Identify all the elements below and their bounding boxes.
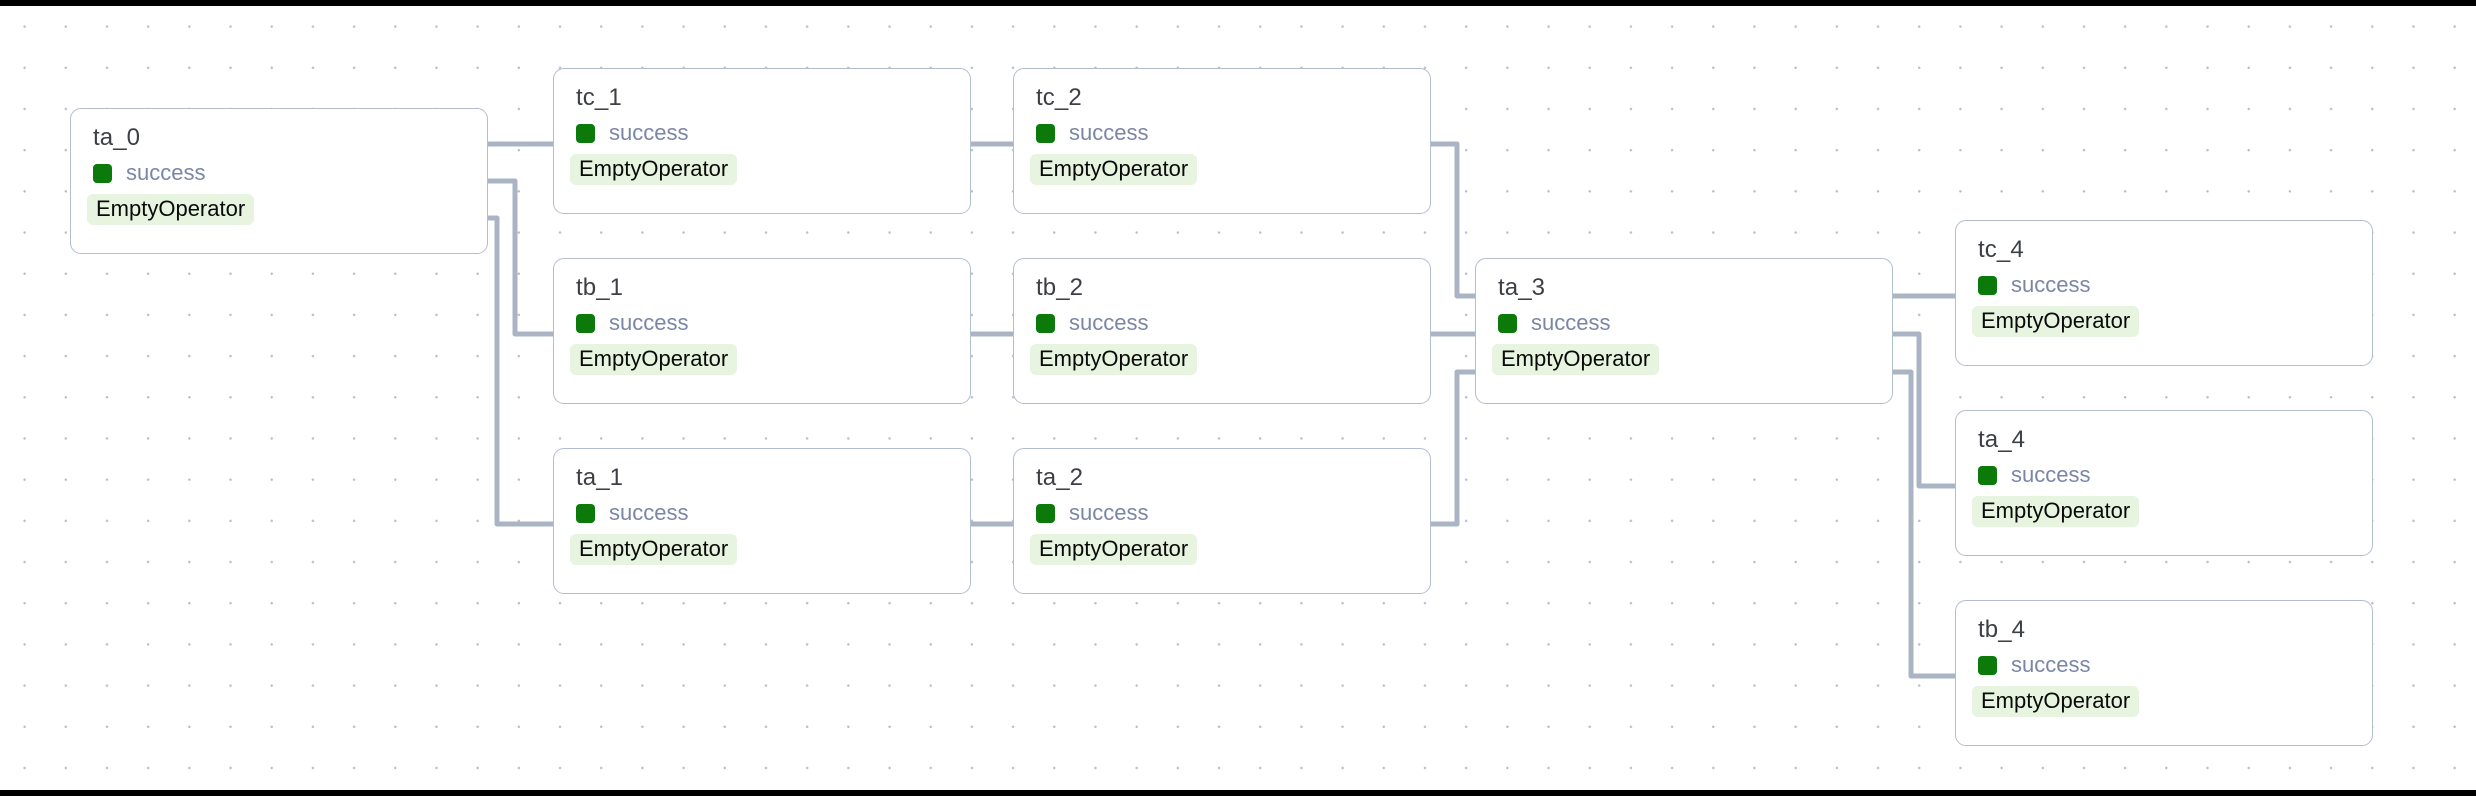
task-operator-badge: EmptyOperator: [1030, 344, 1198, 376]
task-node-title: tb_1: [576, 274, 624, 301]
task-operator-wrap: EmptyOperator: [570, 145, 970, 186]
task-node-title: ta_1: [576, 464, 624, 491]
status-success-icon: [93, 163, 112, 183]
task-operator-badge: EmptyOperator: [570, 154, 738, 186]
status-success-icon: [576, 503, 595, 523]
task-operator-wrap: EmptyOperator: [1030, 335, 1430, 376]
task-operator-wrap: EmptyOperator: [87, 185, 487, 226]
task-operator-wrap: EmptyOperator: [1972, 487, 2372, 528]
task-status-label: success: [609, 500, 689, 526]
task-operator-wrap: EmptyOperator: [570, 525, 970, 566]
task-operator-badge: EmptyOperator: [1492, 344, 1660, 376]
task-status-row: success: [1036, 311, 1430, 335]
task-operator-wrap: EmptyOperator: [570, 335, 970, 376]
status-success-icon: [1978, 275, 1997, 295]
task-operator-badge: EmptyOperator: [1030, 534, 1198, 566]
task-node-title: ta_0: [93, 124, 141, 151]
task-status-row: success: [1498, 311, 1892, 335]
task-operator-wrap: EmptyOperator: [1972, 677, 2372, 718]
task-node-title: tb_2: [1036, 274, 1084, 301]
task-node-title: tc_4: [1978, 236, 2024, 263]
task-operator-badge: EmptyOperator: [1972, 686, 2140, 718]
task-status-label: success: [2011, 272, 2091, 298]
task-status-row: success: [1978, 653, 2372, 677]
task-operator-badge: EmptyOperator: [570, 344, 738, 376]
task-status-label: success: [1069, 310, 1149, 336]
task-status-row: success: [1978, 463, 2372, 487]
task-status-label: success: [126, 160, 206, 186]
status-success-icon: [1036, 123, 1055, 143]
task-status-label: success: [609, 120, 689, 146]
task-node-title: ta_4: [1978, 426, 2026, 453]
task-status-label: success: [1069, 120, 1149, 146]
task-operator-wrap: EmptyOperator: [1030, 145, 1430, 186]
task-node-title: tb_4: [1978, 616, 2026, 643]
task-status-row: success: [576, 121, 970, 145]
task-status-label: success: [609, 310, 689, 336]
status-success-icon: [1978, 655, 1997, 675]
task-status-row: success: [93, 161, 487, 185]
task-status-row: success: [1978, 273, 2372, 297]
task-status-row: success: [576, 501, 970, 525]
task-operator-badge: EmptyOperator: [87, 194, 255, 226]
status-success-icon: [1498, 313, 1517, 333]
task-node-title: ta_3: [1498, 274, 1546, 301]
task-operator-badge: EmptyOperator: [570, 534, 738, 566]
status-success-icon: [576, 123, 595, 143]
task-status-row: success: [1036, 501, 1430, 525]
task-status-label: success: [2011, 652, 2091, 678]
task-operator-wrap: EmptyOperator: [1972, 297, 2372, 338]
task-status-row: success: [576, 311, 970, 335]
task-operator-wrap: EmptyOperator: [1492, 335, 1892, 376]
task-status-label: success: [1531, 310, 1611, 336]
task-operator-wrap: EmptyOperator: [1030, 525, 1430, 566]
task-node-title: tc_1: [576, 84, 622, 111]
task-status-label: success: [2011, 462, 2091, 488]
status-success-icon: [1036, 503, 1055, 523]
task-operator-badge: EmptyOperator: [1030, 154, 1198, 186]
status-success-icon: [1978, 465, 1997, 485]
task-node-title: ta_2: [1036, 464, 1084, 491]
status-success-icon: [576, 313, 595, 333]
task-status-row: success: [1036, 121, 1430, 145]
status-success-icon: [1036, 313, 1055, 333]
task-operator-badge: EmptyOperator: [1972, 306, 2140, 338]
task-node-title: tc_2: [1036, 84, 1082, 111]
task-operator-badge: EmptyOperator: [1972, 496, 2140, 528]
task-status-label: success: [1069, 500, 1149, 526]
